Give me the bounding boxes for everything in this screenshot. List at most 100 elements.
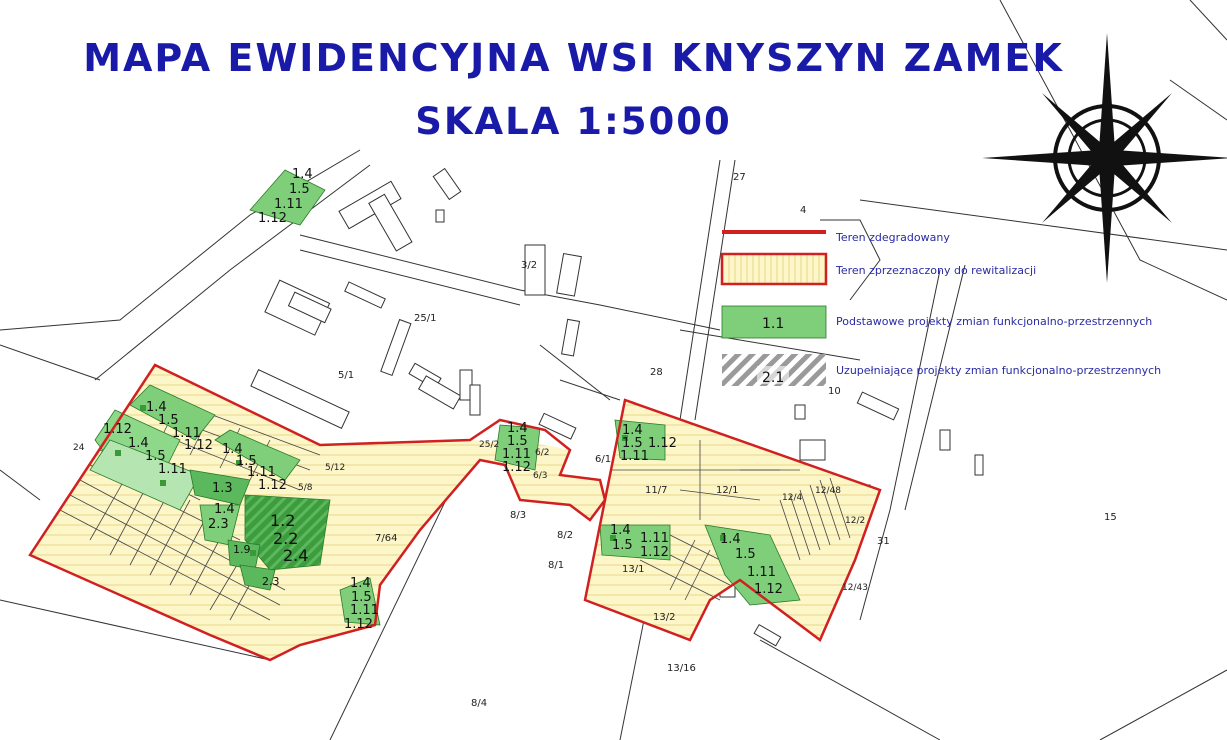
project-code: 1.11 [620,449,649,464]
parcel-label: 12/1 [716,485,738,496]
map-scale: SKALA 1:5000 [415,100,732,143]
legend-label-revitalization: Teren zprzeznaczony do rewitalizacji [835,264,1036,277]
parcel-label: 12/48 [815,486,841,496]
project-code: 1.11 [158,462,187,477]
legend-label-primary: Podstawowe projekty zmian funkcjonalno-p… [836,315,1152,328]
project-group-i: 1.4 1.5 1.11 1.12 [344,576,379,632]
project-code: 1.5 [158,413,179,428]
project-code: 1.11 [502,447,531,462]
parcel-label: 13/16 [667,663,696,674]
legend-code-primary: 1.1 [762,316,784,332]
project-code: 1.12 [640,545,669,560]
legend-swatch-primary [721,305,827,339]
parcel-label: 31 [877,536,890,547]
compass-rose-icon [982,33,1227,283]
parcel-label: 8/2 [557,530,573,541]
parcel-label: 6/1 [595,454,611,465]
project-code: 1.4 [350,576,371,591]
project-code: 1.5 [351,590,372,605]
parcel-label: 8/3 [510,510,526,521]
map-title: MAPA EWIDENCYJNA WSI KNYSZYN ZAMEK [83,36,1064,80]
project-group-a: 1.4 1.5 1.11 1.12 [258,167,313,226]
legend: Teren zdegradowany Teren zprzeznaczony d… [720,230,1161,386]
project-code: 1.9 [233,543,251,556]
parcel-label: 25/1 [414,313,436,324]
project-code: 1.12 [502,460,531,475]
project-code: 1.12 [258,211,287,226]
project-code: 1.5 [735,547,756,562]
project-code: 1.11 [350,603,379,618]
project-code: 1.4 [222,442,243,457]
project-code: 1.4 [146,400,167,415]
project-code: 2.3 [262,575,280,588]
project-code: 1.5 [236,454,257,469]
parcel-labels: 27 4 3/2 25/1 5/1 28 10 15 31 6/1 11/7 1… [73,172,1117,709]
parcel-label: 6/3 [533,471,547,481]
parcel-label: 10 [828,386,841,397]
project-code: 1.11 [640,531,669,546]
parcel-label: 13/1 [622,564,644,575]
project-code: 1.4 [214,502,235,517]
project-group-l: 1.4 1.5 1.11 1.12 [610,523,669,560]
project-group-j: 1.4 1.5 1.11 1.12 [502,421,531,475]
project-code: 1.12 [184,438,213,453]
project-code: 1.4 [507,421,528,436]
project-code: 1.12 [258,478,287,493]
parcel-label: 13/2 [653,612,675,623]
legend-label-degraded: Teren zdegradowany [835,231,950,244]
project-labels: 1.4 1.5 1.11 1.12 1.4 1.5 1.11 1.12 1.12… [103,167,783,632]
parcel-label: 8/4 [471,698,487,709]
project-code: 1.12 [344,617,373,632]
degraded-area-border [28,363,882,662]
parcel-label: 4 [800,205,806,216]
project-code: 1.4 [610,523,631,538]
project-code: 1.4 [720,532,741,547]
parcel-label: 28 [650,367,663,378]
legend-label-supplementary: Uzupełniające projekty zmian funkcjonaln… [836,364,1161,377]
project-code: 1.11 [247,465,276,480]
project-code: 1.5 [622,436,643,451]
project-code: 1.4 [622,423,643,438]
parcel-label: 15 [1104,512,1117,523]
parcel-label: 5/8 [298,483,313,493]
parcel-label: 7/64 [375,533,397,544]
project-code: 1.5 [507,434,528,449]
parcel-label: 25/2 [479,440,499,450]
parcel-label: 5/12 [325,463,345,473]
parcel-label: 12/4 [782,493,802,503]
project-code: 1.5 [289,182,310,197]
project-code: 1.5 [145,449,166,464]
parcel-label: 24 [73,443,85,453]
legend-code-supplementary: 2.1 [762,370,784,386]
project-code: 1.4 [128,436,149,451]
project-code: 1.12 [648,436,677,451]
project-group-c: 1.12 1.4 1.5 1.11 [103,422,187,477]
parcel-label: 11/7 [645,485,667,496]
project-group-k: 1.4 1.5 1.11 1.12 [620,423,677,464]
project-code: 1.5 [612,538,633,553]
project-code: 2.2 [273,529,298,548]
project-code: 2.3 [208,517,229,532]
project-code: 1.12 [103,422,132,437]
parcel-label: 12/2 [845,516,865,526]
project-code: 1.4 [292,167,313,182]
project-code: 1.12 [754,582,783,597]
parcel-label: 27 [733,172,746,183]
parcel-label: 8/1 [548,560,564,571]
project-code: 1.11 [274,197,303,212]
project-code: 1.11 [747,565,776,580]
project-code: 1.2 [270,511,295,530]
project-code: 2.4 [283,546,308,565]
primary-project-areas [89,169,801,626]
project-code: 1.3 [212,481,233,496]
project-group-d: 1.4 1.5 1.11 1.12 [222,442,287,493]
parcel-label: 3/2 [521,260,537,271]
parcel-label: 5/1 [338,370,354,381]
legend-swatch-revitalization [720,252,828,286]
parcel-label: 12/43 [842,583,868,593]
parcel-label: 6/2 [535,448,549,458]
green-markers [115,405,726,556]
